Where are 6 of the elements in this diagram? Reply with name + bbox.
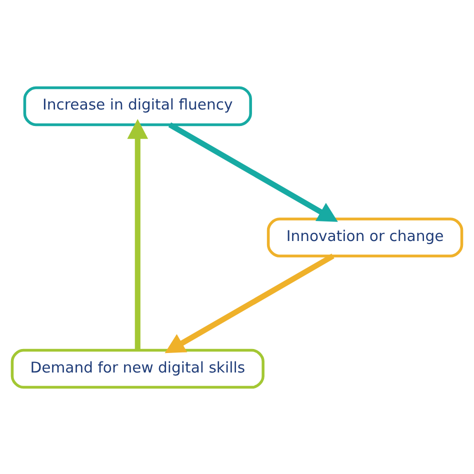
arrow	[168, 122, 338, 222]
arrow	[127, 118, 148, 350]
node-box: Demand for new digital skills	[10, 348, 264, 388]
arrow	[164, 253, 334, 353]
node-box: Increase in digital fluency	[23, 86, 252, 126]
node-box: Innovation or change	[266, 217, 464, 257]
